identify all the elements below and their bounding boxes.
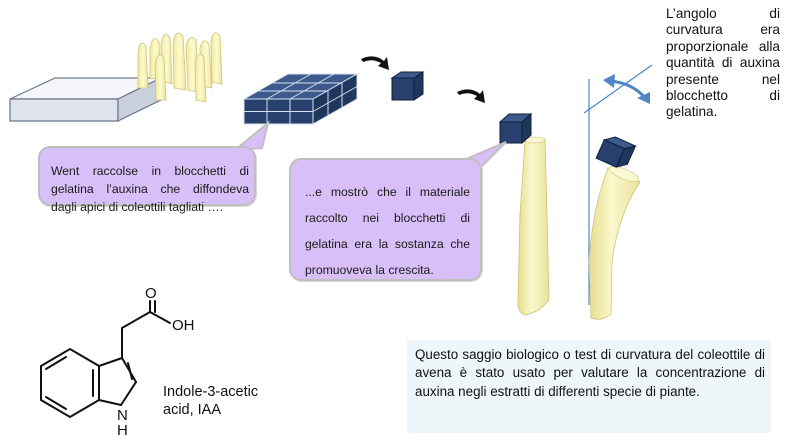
hydroxyl-label: OH — [172, 317, 195, 334]
nh-label-h: H — [117, 422, 128, 439]
nh-label: N — [117, 407, 128, 424]
iaa-name: Indole-3-acetic acid, IAA — [163, 383, 258, 419]
iaa-name-line2: acid, IAA — [163, 402, 222, 418]
process-arrows — [361, 56, 485, 103]
coleoptile-tips — [137, 32, 223, 103]
gel-cube-on-coleoptile — [498, 112, 533, 145]
bioassay-note: Questo saggio biologico o test di curvat… — [407, 340, 771, 433]
oxygen-label: O — [145, 285, 157, 302]
curvature-angle-note: L’angolo di curvatura era proporzionale … — [666, 6, 780, 120]
growth-speech-bubble: ...e mostrò che il materiale raccolto ne… — [289, 158, 482, 281]
plain-agar-slab — [9, 77, 162, 122]
bent-coleoptile — [588, 166, 641, 320]
iaa-structure — [40, 300, 171, 419]
small-gel-cube — [390, 71, 425, 101]
iaa-name-line1: Indole-3-acetic — [163, 384, 259, 400]
tilted-reference-line — [583, 64, 653, 114]
straight-coleoptile — [517, 136, 550, 316]
curvature-angle-arrow — [603, 74, 650, 104]
went-speech-bubble: Went raccolse in blocchetti di gelatina … — [38, 146, 256, 214]
auxin-gel-block — [242, 73, 359, 125]
tilted-gel-cube — [595, 136, 637, 168]
